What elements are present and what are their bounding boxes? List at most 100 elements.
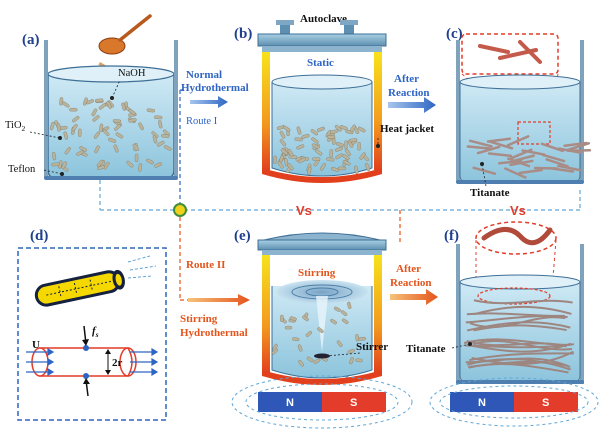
titanate-rod [557, 147, 583, 155]
particle [307, 166, 312, 176]
vs-label-2: Vs [510, 203, 526, 218]
particle [311, 137, 319, 144]
particle [347, 301, 352, 309]
particle [311, 143, 320, 149]
panel-f: (f) Titanate N S [406, 221, 599, 427]
particle [279, 139, 287, 147]
particle [347, 140, 354, 148]
titanate-rod [509, 148, 533, 160]
particle [103, 161, 110, 170]
particle [102, 128, 110, 136]
route1-arrow [190, 96, 228, 108]
particle [91, 108, 98, 117]
magnet-n-label-f: N [478, 397, 486, 409]
particle [163, 145, 172, 151]
particle [284, 158, 289, 167]
particle [302, 315, 309, 322]
particle [93, 131, 101, 139]
titanate-rod [497, 159, 523, 165]
particle [294, 137, 303, 142]
titanate-wire [471, 350, 574, 366]
magnet-s-label-e: S [350, 397, 357, 409]
flow-lines-top [127, 255, 157, 279]
particle [113, 144, 119, 153]
particle [112, 119, 122, 123]
particle [280, 314, 284, 323]
panel-b: (b) Autoclave Static Heat jacket [234, 13, 434, 183]
route2-line1: Stirring [180, 313, 218, 325]
static-label: Static [307, 57, 334, 69]
particle [72, 115, 80, 123]
particle [297, 157, 306, 164]
panel-f-label: (f) [444, 228, 459, 244]
particle [71, 123, 78, 132]
particle [289, 316, 297, 321]
stirrer-bar-icon [314, 353, 330, 359]
titanate-wire [471, 342, 572, 353]
route2-arrow [188, 294, 250, 306]
particle [333, 306, 341, 312]
particle [64, 147, 71, 155]
particle [106, 101, 112, 109]
route-2: Route II Stirring Hydrothermal After Rea… [180, 259, 438, 339]
particle [347, 348, 355, 354]
titanate-rod [541, 153, 566, 163]
particle [152, 135, 158, 144]
particle [297, 344, 303, 352]
titanate-nanowires [463, 299, 575, 374]
particle [78, 128, 82, 137]
titanate-wire [466, 358, 571, 371]
magnet-n-label-e: N [286, 397, 294, 409]
particle [298, 360, 304, 367]
radius-label: 2r [112, 357, 123, 369]
particle [306, 356, 314, 363]
particle [301, 134, 310, 139]
stirrer-label: Stirrer [356, 341, 388, 353]
particle [326, 157, 335, 162]
naoh-label: NaOH [118, 68, 146, 79]
titanate-rod [489, 140, 514, 150]
particle [282, 125, 291, 132]
tio2-label: TiO2 [5, 120, 26, 133]
particle [79, 146, 87, 152]
particle [348, 138, 358, 143]
field-lines-f [429, 377, 599, 427]
titanate-wire [463, 338, 571, 346]
particle [310, 129, 318, 136]
particle [162, 129, 170, 137]
particle [349, 357, 354, 365]
particle [326, 135, 336, 140]
titanate-rod [563, 141, 588, 148]
zoom-ellipse-f [475, 221, 557, 255]
particle [354, 165, 359, 174]
panel-a-label: (a) [22, 32, 40, 48]
particle [108, 137, 117, 143]
panel-d: (d) [17, 228, 167, 421]
route-connectors: Vs Vs [99, 89, 581, 301]
titanate-rod [506, 135, 530, 147]
particle [284, 325, 293, 330]
titanate-rod [486, 137, 512, 143]
titanate-wire-zoom [481, 227, 553, 246]
route1-after2: Reaction [388, 87, 430, 99]
magnet-s-label-f: S [542, 397, 549, 409]
titanate-rod [518, 168, 543, 175]
particle [335, 142, 344, 147]
particle [61, 161, 68, 170]
particle [161, 134, 170, 138]
tio2-particles-swirl [271, 301, 366, 367]
particle [115, 132, 124, 139]
particle [280, 148, 288, 155]
panel-c: (c) Titanate [446, 26, 592, 199]
particle [331, 167, 340, 172]
stirring-label: Stirring [298, 267, 336, 279]
heat-jacket-label: Heat jacket [380, 123, 434, 135]
vortex-icon [316, 296, 328, 352]
particle [337, 166, 347, 171]
particle [97, 165, 106, 171]
particle [51, 162, 60, 167]
route-1: Normal Hydrothermal Route I After Reacti… [181, 69, 436, 127]
particle [98, 103, 107, 110]
particle [138, 163, 143, 172]
